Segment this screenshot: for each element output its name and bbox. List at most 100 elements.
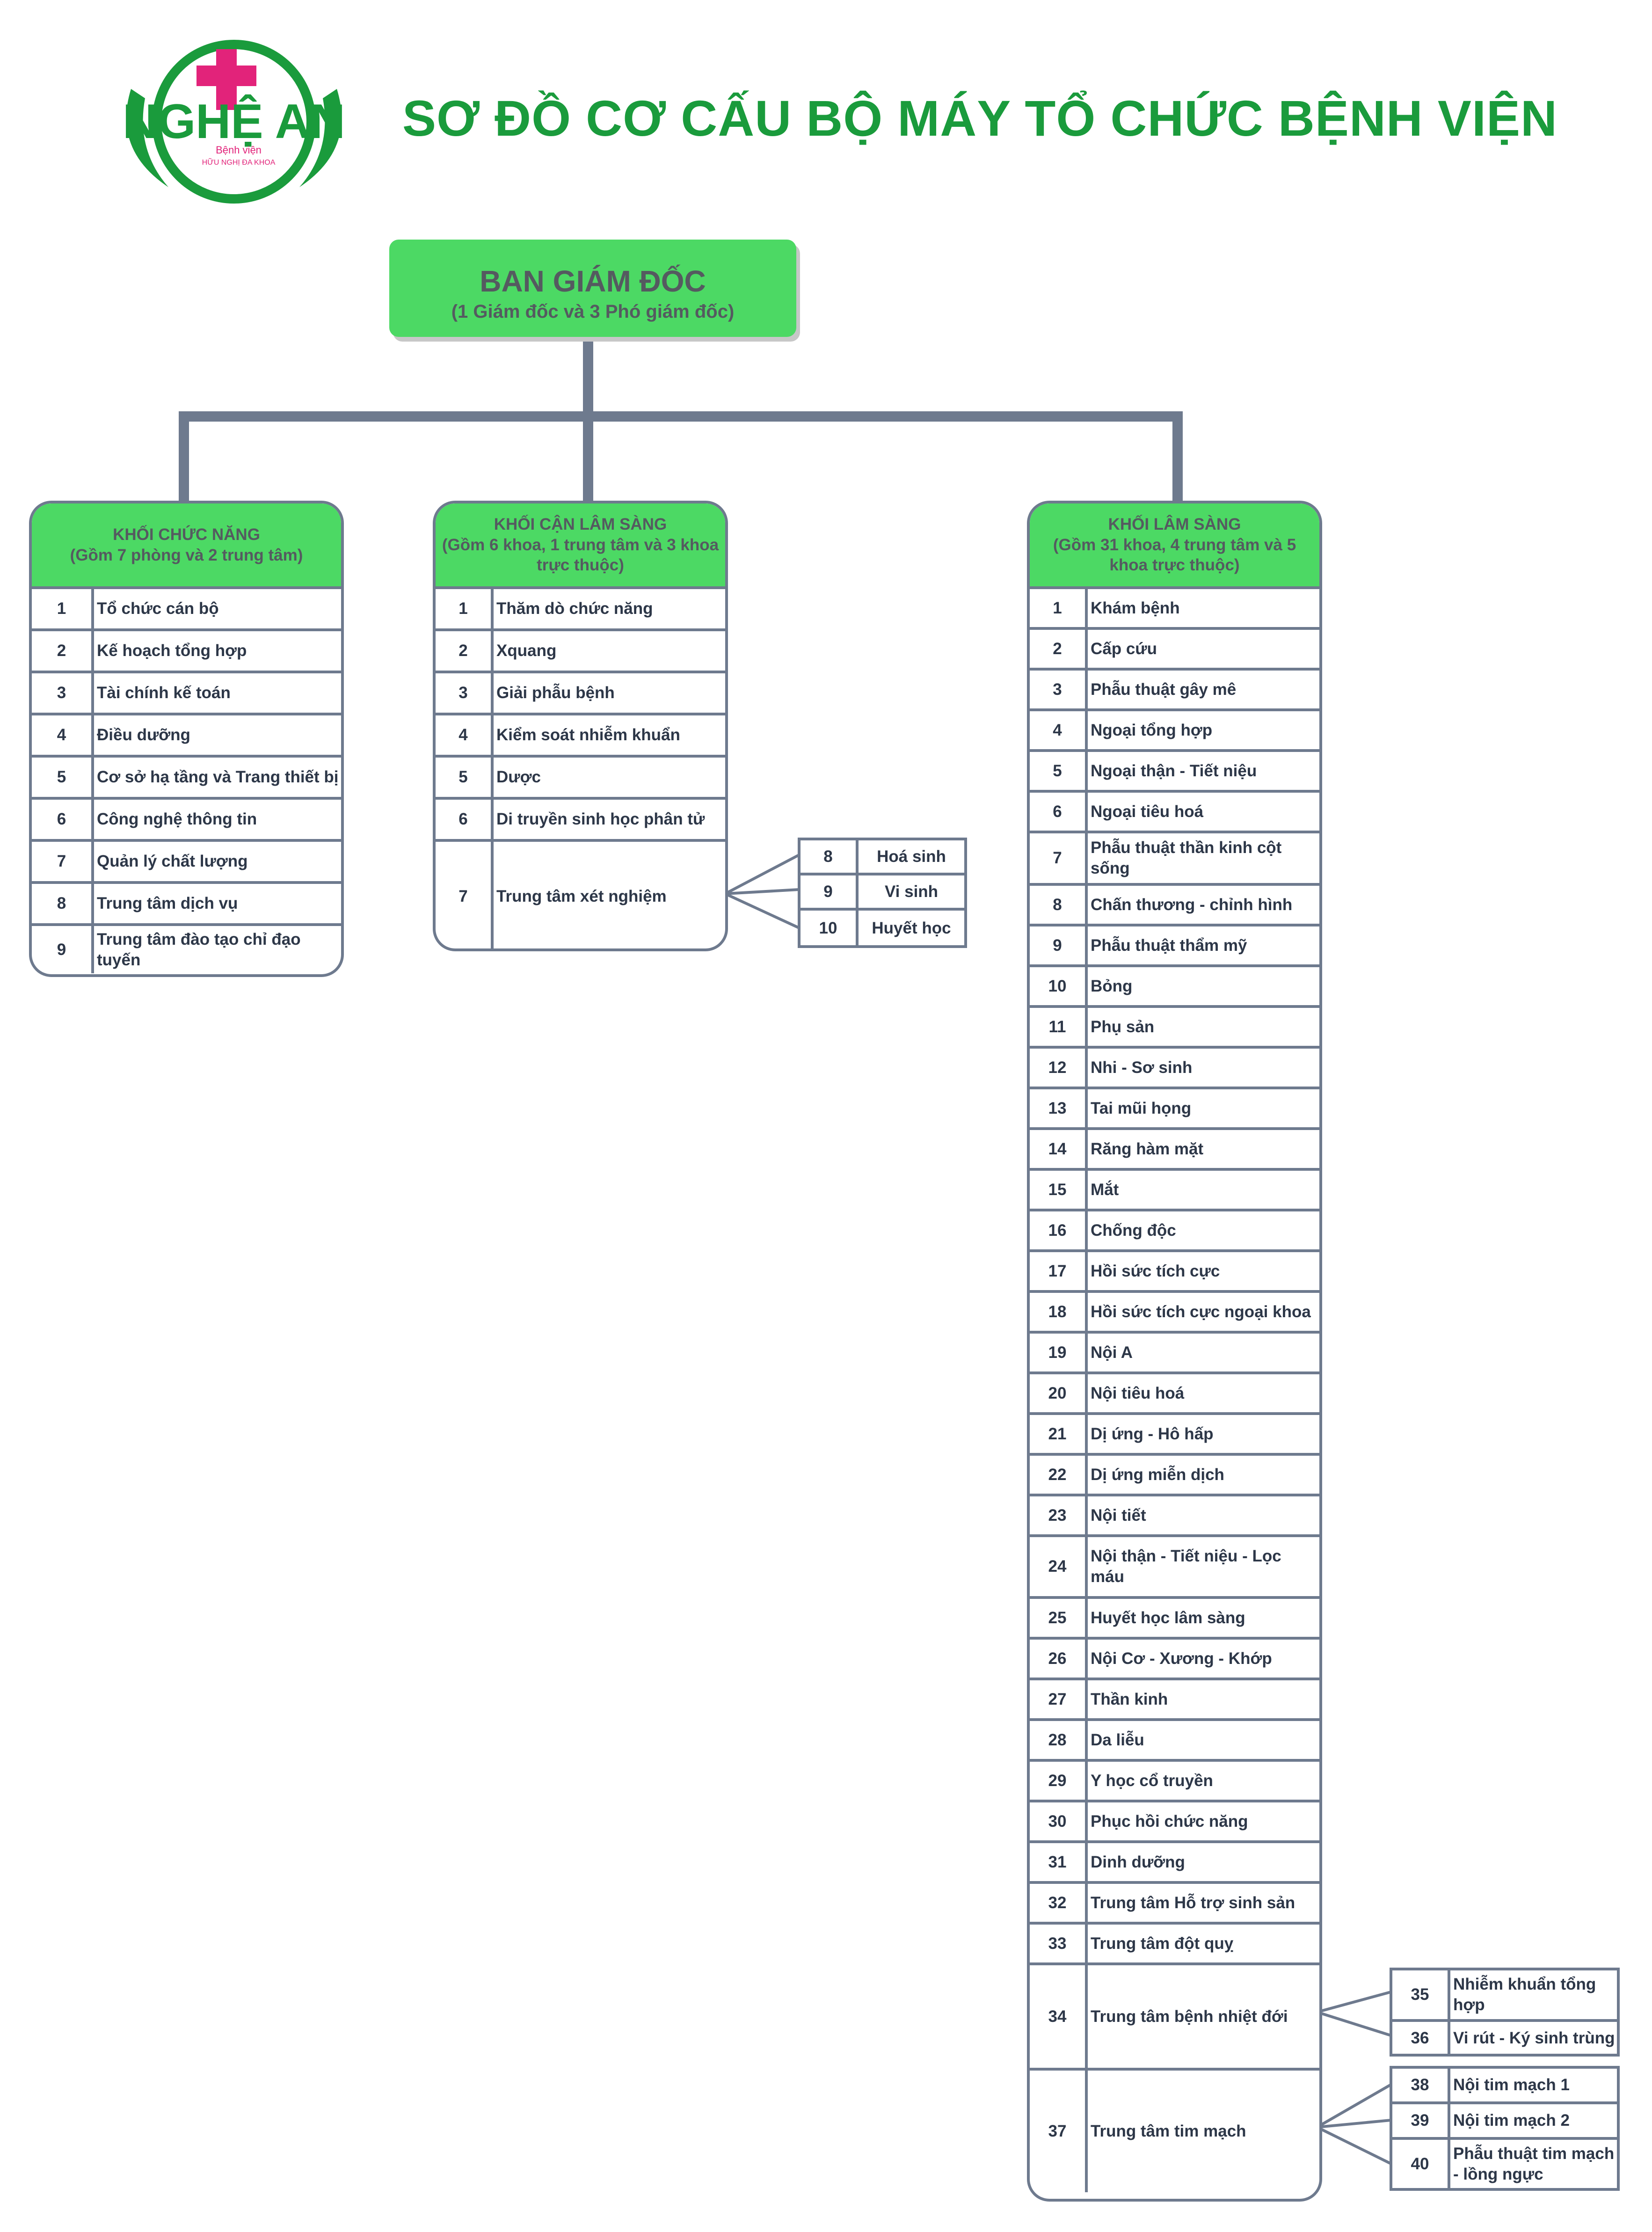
- row-name: Huyết học lâm sàng: [1091, 1608, 1245, 1627]
- functional-block-subtitle: (Gồm 7 phòng và 2 trung tâm): [70, 546, 303, 564]
- row-number: 6: [1030, 793, 1088, 831]
- row-number: 12: [1030, 1049, 1088, 1087]
- row-number: 20: [1030, 1374, 1088, 1412]
- row-name: Dị ứng - Hô hấp: [1091, 1424, 1214, 1443]
- row-name: Di truyền sinh học phân tử: [496, 810, 705, 829]
- row-name: Xquang: [496, 642, 557, 660]
- row-name: Ngoại tiêu hoá: [1091, 802, 1204, 821]
- row-number: 11: [1030, 1008, 1088, 1046]
- row-number: 7: [1030, 833, 1088, 883]
- functional-block-title: KHỐI CHỨC NĂNG: [113, 525, 260, 544]
- row-name: Răng hàm mặt: [1091, 1139, 1204, 1158]
- row-name: Kiểm soát nhiễm khuẩn: [496, 726, 680, 744]
- row-name: Bỏng: [1091, 977, 1133, 995]
- row-number: 35: [1392, 1970, 1450, 2019]
- row-number: 13: [1030, 1089, 1088, 1127]
- row-name: Trung tâm bệnh nhiệt đới: [1091, 2007, 1288, 2026]
- row-number: 30: [1030, 1802, 1088, 1840]
- row-number: 24: [1030, 1537, 1088, 1596]
- row-name: Hồi sức tích cực ngoại khoa: [1091, 1302, 1311, 1321]
- row-number: 9: [801, 875, 859, 908]
- row-name: Hoá sinh: [877, 847, 946, 866]
- row-name: Trung tâm dịch vụ: [97, 894, 238, 913]
- row-name: Phụ sản: [1091, 1017, 1155, 1036]
- row-number: 37: [1030, 2071, 1088, 2192]
- director-board: BAN GIÁM ĐỐC (1 Giám đốc và 3 Phó giám đ…: [389, 240, 796, 337]
- logo-subtext-1: Bệnh viện: [216, 144, 262, 156]
- row-name: Kế hoạch tổng hợp: [97, 642, 247, 660]
- clinical-block-header: KHỐI LÂM SÀNG (Gồm 31 khoa, 4 trung tâm …: [1030, 503, 1319, 589]
- row-number: 6: [436, 800, 494, 839]
- row-number: 36: [1392, 2022, 1450, 2055]
- row-name: Trung tâm xét nghiệm: [496, 887, 667, 906]
- row-number: 10: [801, 911, 859, 946]
- page-title: SƠ ĐỒ CƠ CẤU BỘ MÁY TỔ CHỨC BỆNH VIỆN: [402, 90, 1558, 146]
- clinical-block-title: KHỐI LÂM SÀNG: [1108, 515, 1241, 533]
- row-name: Trung tâm tim mạch: [1091, 2122, 1246, 2141]
- row-name: Vi sinh: [884, 882, 939, 901]
- row-number: 15: [1030, 1171, 1088, 1209]
- table-row: 8 Hoá sinh: [801, 840, 964, 875]
- row-number: 34: [1030, 1965, 1088, 2068]
- row-name: Trung tâm Hỗ trợ sinh sản: [1091, 1893, 1295, 1912]
- row-name: Nội Cơ - Xương - Khớp: [1091, 1649, 1272, 1668]
- row-name: Thần kinh: [1091, 1690, 1168, 1708]
- row-name: Nhi - Sơ sinh: [1091, 1058, 1193, 1077]
- row-number: 2: [32, 631, 94, 671]
- clinical-block: KHỐI LÂM SÀNG (Gồm 31 khoa, 4 trung tâm …: [1027, 501, 1322, 2202]
- table-row: 9 Vi sinh: [801, 875, 964, 911]
- row-name: Phẫu thuật gây mê: [1091, 680, 1237, 699]
- row-number: 2: [1030, 630, 1088, 668]
- paraclinical-block-subtitle: (Gồm 6 khoa, 1 trung tâm và 3 khoa trực …: [442, 535, 719, 575]
- row-number: 38: [1392, 2069, 1450, 2101]
- row-number: 16: [1030, 1211, 1088, 1249]
- row-name: Dược: [496, 768, 541, 787]
- row-name: Tài chính kế toán: [97, 684, 231, 702]
- row-number: 1: [1030, 589, 1088, 627]
- row-number: 1: [436, 589, 494, 628]
- row-number: 8: [801, 840, 859, 873]
- row-number: 33: [1030, 1925, 1088, 1962]
- row-name: Cấp cứu: [1091, 639, 1157, 658]
- row-name: Phục hồi chức năng: [1091, 1812, 1248, 1831]
- row-number: 4: [32, 715, 94, 755]
- paraclinical-block-title: KHỐI CẬN LÂM SÀNG: [494, 515, 667, 533]
- row-name: Nội tim mạch 2: [1453, 2111, 1570, 2130]
- row-number: 25: [1030, 1599, 1088, 1637]
- row-number: 8: [1030, 886, 1088, 924]
- functional-block-header: KHỐI CHỨC NĂNG (Gồm 7 phòng và 2 trung t…: [32, 503, 341, 589]
- row-name: Tai mũi họng: [1091, 1099, 1192, 1117]
